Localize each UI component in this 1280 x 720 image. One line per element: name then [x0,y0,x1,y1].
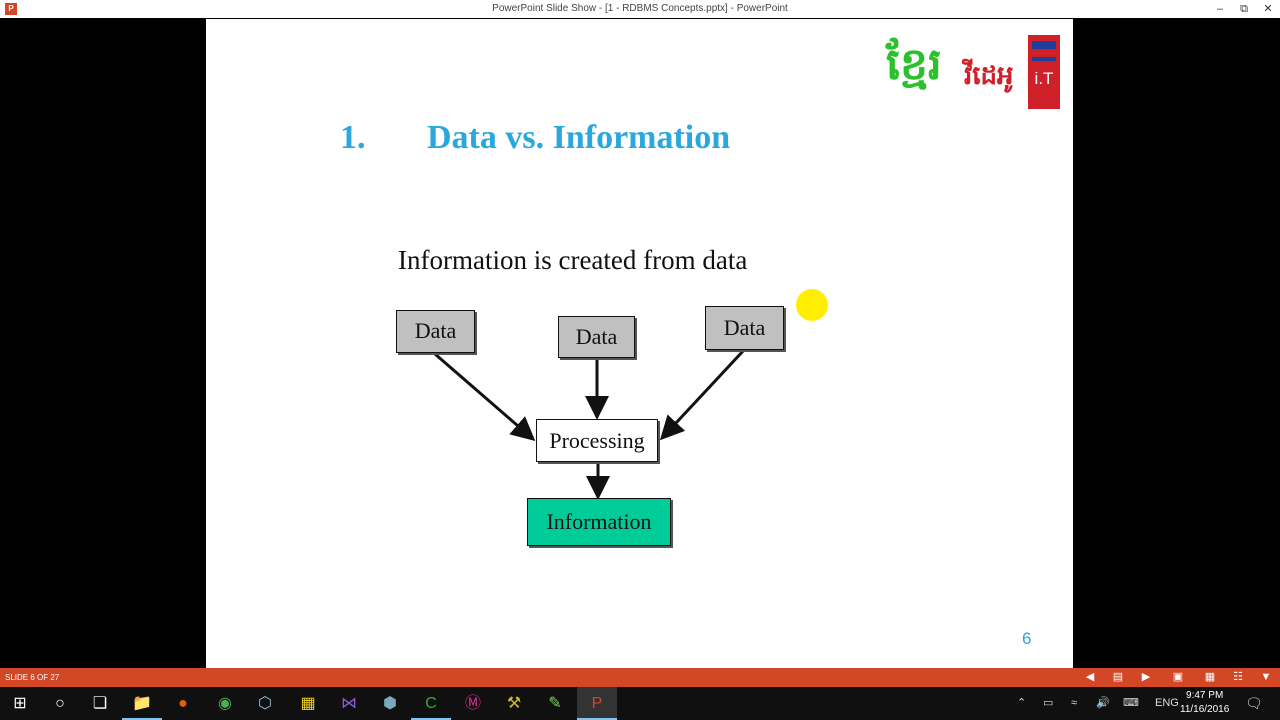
task-view-icon[interactable]: ❏ [92,695,108,712]
pointer-highlight [796,289,828,321]
window-title: PowerPoint Slide Show - [1 - RDBMS Conce… [492,3,788,14]
volume-icon[interactable]: 🔊 [1096,697,1110,709]
window-title-bar: P PowerPoint Slide Show - [1 - RDBMS Con… [0,0,1280,18]
file-explorer-icon[interactable]: 📁 [122,687,162,720]
app-icon[interactable]: ▦ [300,695,316,712]
data-box-3: Data [705,306,784,350]
language-indicator[interactable]: ENG [1155,697,1179,709]
show-hidden-icons[interactable]: ⌃ [1017,697,1027,709]
slide-page-number: 6 [1022,629,1032,648]
slideshow-status-bar: SLIDE 6 OF 27 ◀ ▤ ▶ ▣ ▦ ☷ ▼ [0,668,1280,687]
normal-view-icon[interactable]: ▣ [1172,671,1184,683]
action-center-icon[interactable]: 🗨 [1245,695,1263,711]
visual-studio-icon[interactable]: ⋈ [341,695,357,712]
cortana-icon[interactable]: ○ [55,695,65,712]
close-button[interactable]: ✕ [1263,3,1273,15]
data-box-1: Data [396,310,475,353]
diagram-arrows [434,348,746,500]
wifi-icon[interactable]: ≈ [1071,697,1078,709]
powerpoint-icon: P [5,3,17,15]
information-box: Information [527,498,671,546]
slide[interactable]: 1. Data vs. Information ខ្មែរវីដេអូ i.T … [206,19,1073,668]
diagram-caption: Information is created from data [398,245,748,275]
windows-start-icon[interactable]: ⊞ [13,695,27,712]
slide-sorter-icon[interactable]: ▦ [1204,671,1216,683]
clock[interactable]: 9:47 PM 11/16/2016 [1180,689,1229,717]
keyboard-icon[interactable]: ⌨ [1123,697,1139,709]
virtualbox-icon[interactable]: ⬡ [258,695,272,712]
date: 11/16/2016 [1180,704,1230,715]
khmer-video-it-logo: ខ្មែរវីដេអូ i.T [886,35,1061,111]
slideshow-icon[interactable]: ▼ [1260,671,1272,683]
tools-icon[interactable]: ⚒ [506,695,522,712]
slide-counter: SLIDE 6 OF 27 [5,673,60,682]
time: 9:47 PM [1186,690,1224,701]
arrow [659,348,746,441]
next-slide-icon[interactable]: ▶ [1141,671,1151,683]
minimize-button[interactable]: – [1216,3,1224,15]
arrow [434,352,536,441]
firefox-icon[interactable]: ● [178,695,188,712]
camtasia-icon[interactable]: C [411,687,451,720]
reading-view-icon[interactable]: ☷ [1233,671,1243,683]
slide-title: Data vs. Information [427,119,731,156]
notepad-icon[interactable]: ✎ [548,695,562,712]
slide-list-icon[interactable]: ▤ [1112,671,1124,683]
processing-box: Processing [536,419,658,462]
app-cube-icon[interactable]: ⬢ [383,695,397,712]
chrome-icon[interactable]: ◉ [218,695,232,712]
battery-icon[interactable]: ▭ [1043,697,1054,709]
powerpoint-taskbar-icon[interactable]: P [577,687,617,720]
taskbar: ⊞ ○ ❏ 📁 ● ◉ ⬡ ▦ ⋈ ⬢ C Ⓜ ⚒ ✎ P ⌃ ▭ ≈ 🔊 ⌨ … [0,687,1280,720]
data-box-2: Data [558,316,635,358]
previous-slide-icon[interactable]: ◀ [1085,671,1095,683]
restore-button[interactable]: ⧉ [1240,3,1248,15]
app-m-icon[interactable]: Ⓜ [464,695,481,712]
slide-title-number: 1. [340,119,366,156]
